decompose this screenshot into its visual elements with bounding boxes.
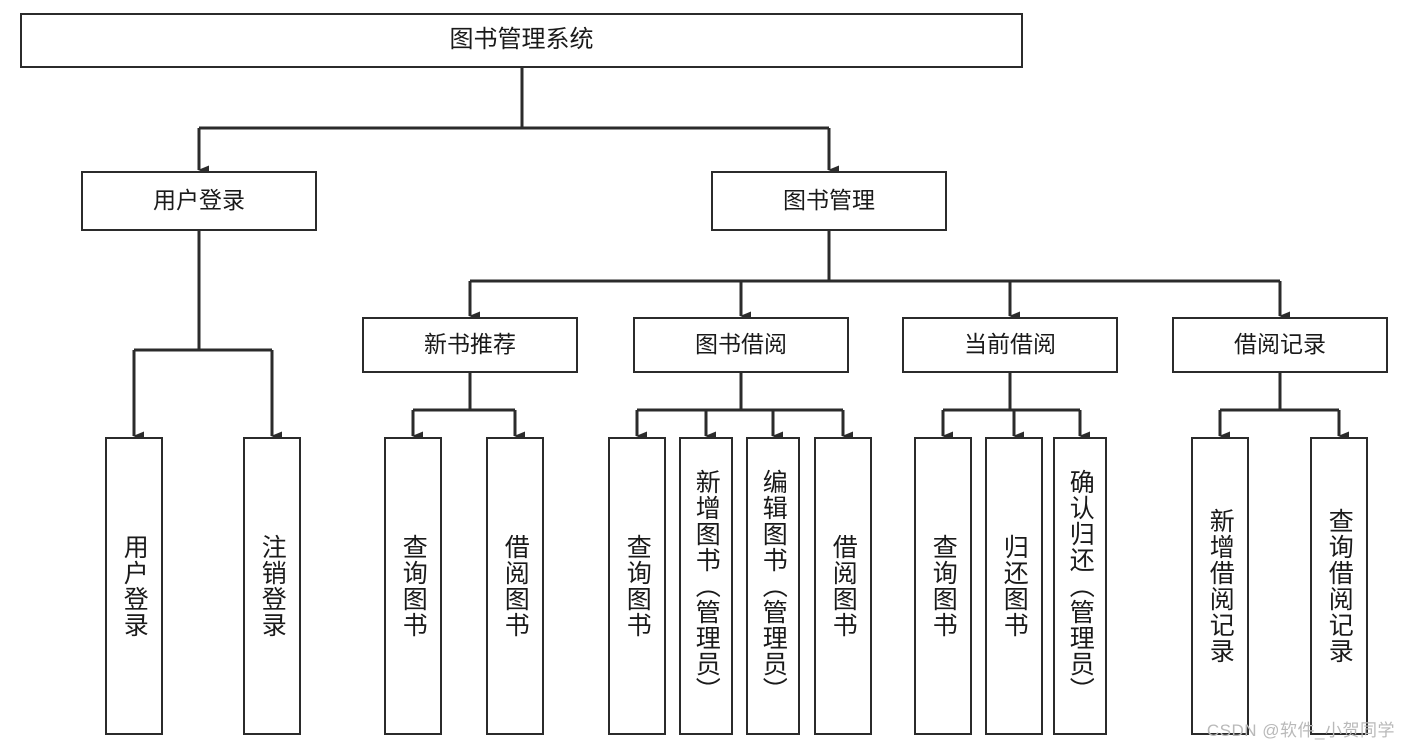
node-leaf_edit_book[interactable]: 编辑图书（管理员） bbox=[746, 437, 800, 735]
node-label-leaf_query_book_1: 查询图书 bbox=[399, 534, 428, 638]
node-label-book_mgmt: 图书管理 bbox=[783, 187, 875, 214]
node-label-borrow_record: 借阅记录 bbox=[1234, 331, 1326, 358]
node-label-leaf_edit_book: 编辑图书（管理员） bbox=[759, 469, 788, 703]
node-book_borrow[interactable]: 图书借阅 bbox=[633, 317, 849, 373]
node-root[interactable]: 图书管理系统 bbox=[20, 13, 1023, 68]
node-leaf_return_book[interactable]: 归还图书 bbox=[985, 437, 1043, 735]
node-leaf_query_book_3[interactable]: 查询图书 bbox=[914, 437, 972, 735]
node-book_mgmt[interactable]: 图书管理 bbox=[711, 171, 947, 231]
node-leaf_user_login[interactable]: 用户登录 bbox=[105, 437, 163, 735]
node-new_book_rec[interactable]: 新书推荐 bbox=[362, 317, 578, 373]
node-leaf_borrow_book_2[interactable]: 借阅图书 bbox=[814, 437, 872, 735]
node-label-leaf_user_login: 用户登录 bbox=[120, 534, 149, 638]
csdn-watermark: CSDN @软件_小贺同学 bbox=[1206, 721, 1395, 740]
node-leaf_query_record[interactable]: 查询借阅记录 bbox=[1310, 437, 1368, 735]
node-label-leaf_borrow_book_2: 借阅图书 bbox=[829, 534, 858, 638]
node-current_borrow[interactable]: 当前借阅 bbox=[902, 317, 1118, 373]
node-leaf_add_record[interactable]: 新增借阅记录 bbox=[1191, 437, 1249, 735]
node-leaf_query_book_2[interactable]: 查询图书 bbox=[608, 437, 666, 735]
node-label-leaf_query_book_2: 查询图书 bbox=[623, 534, 652, 638]
node-label-new_book_rec: 新书推荐 bbox=[424, 331, 516, 358]
node-borrow_record[interactable]: 借阅记录 bbox=[1172, 317, 1388, 373]
node-label-leaf_add_record: 新增借阅记录 bbox=[1206, 508, 1235, 664]
node-label-leaf_user_logout: 注销登录 bbox=[258, 534, 287, 638]
node-label-root: 图书管理系统 bbox=[449, 26, 594, 54]
node-label-current_borrow: 当前借阅 bbox=[964, 331, 1056, 358]
node-label-leaf_query_record: 查询借阅记录 bbox=[1325, 508, 1354, 664]
connector-edges bbox=[132, 68, 1349, 441]
node-label-leaf_return_book: 归还图书 bbox=[1000, 534, 1029, 638]
node-label-leaf_borrow_book_1: 借阅图书 bbox=[501, 534, 530, 638]
node-label-leaf_add_book: 新增图书（管理员） bbox=[692, 469, 721, 703]
node-leaf_query_book_1[interactable]: 查询图书 bbox=[384, 437, 442, 735]
node-label-user_login: 用户登录 bbox=[153, 187, 245, 214]
node-user_login[interactable]: 用户登录 bbox=[81, 171, 317, 231]
node-label-leaf_query_book_3: 查询图书 bbox=[929, 534, 958, 638]
node-leaf_borrow_book_1[interactable]: 借阅图书 bbox=[486, 437, 544, 735]
node-label-book_borrow: 图书借阅 bbox=[695, 331, 787, 358]
node-leaf_confirm_ret[interactable]: 确认归还（管理员） bbox=[1053, 437, 1107, 735]
node-label-leaf_confirm_ret: 确认归还（管理员） bbox=[1066, 469, 1095, 703]
node-leaf_user_logout[interactable]: 注销登录 bbox=[243, 437, 301, 735]
node-leaf_add_book[interactable]: 新增图书（管理员） bbox=[679, 437, 733, 735]
